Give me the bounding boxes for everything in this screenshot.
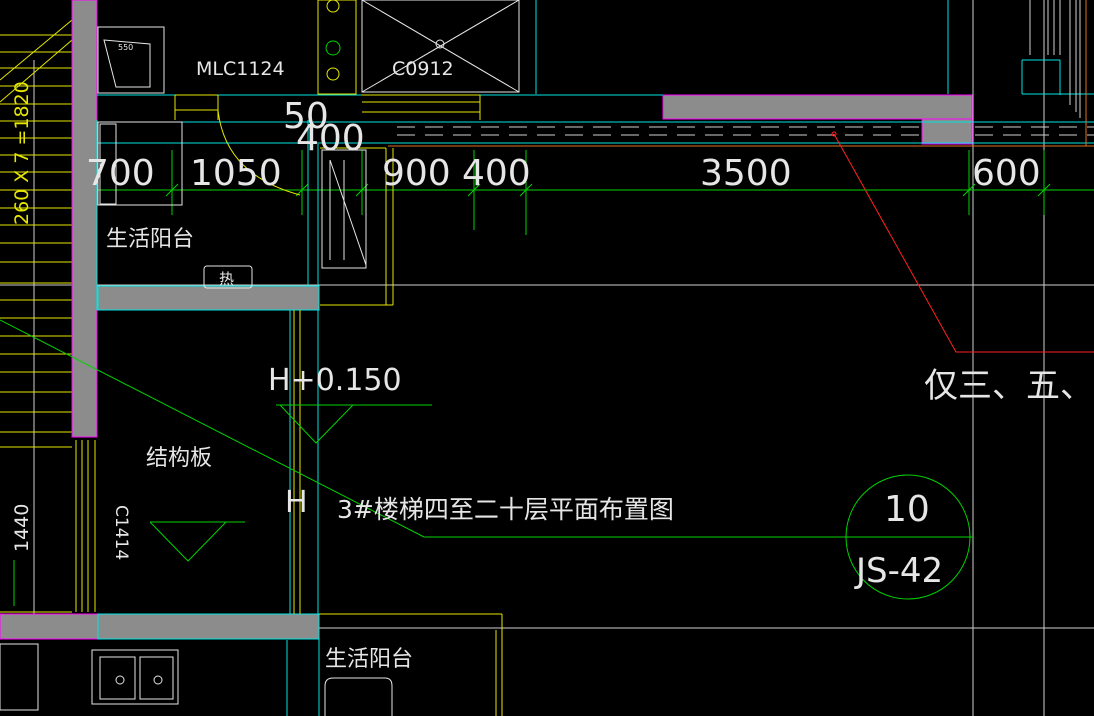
heater-label-box <box>203 265 253 289</box>
heater-label: 热 <box>219 270 234 288</box>
water-heater-shape <box>321 149 367 269</box>
callout-number: 10 <box>884 489 930 530</box>
dim-260x7-label: 260 X 7 =1820 <box>11 81 33 225</box>
dim-50-label: 50 <box>283 96 329 137</box>
floor-note-label: 仅三、五、二 <box>924 366 1094 406</box>
drawing-title: 3#楼梯四至二十层平面布置图 <box>337 495 674 524</box>
dim-700-label: 700 <box>86 153 155 194</box>
elevation-label: H+0.150 <box>268 363 402 398</box>
door-mlc1124-label: MLC1124 <box>196 58 285 80</box>
dim-600-label: 600 <box>972 153 1041 194</box>
wall-top-right <box>662 94 973 120</box>
wall-top-right-block <box>921 118 973 145</box>
window-c0912-shape <box>361 0 520 93</box>
wall-lower-bottom <box>97 613 320 640</box>
window-c1414-label: C1414 <box>111 505 131 560</box>
orange-lines <box>388 0 1094 147</box>
walls <box>0 0 973 640</box>
leader-red <box>831 131 1094 353</box>
green-circle-fixture <box>325 40 341 56</box>
h-marker-label: H <box>285 485 308 520</box>
cabinet-bottom <box>324 677 393 716</box>
balcony-top-label: 生活阳台 <box>106 227 194 252</box>
wall-balcony-bottom <box>97 285 320 311</box>
walls-cyan <box>97 285 320 640</box>
counter-hatching <box>397 126 1094 136</box>
leader-green <box>0 319 973 606</box>
dim-400a-label: 400 <box>296 118 365 159</box>
structural-slab-label: 结构板 <box>146 446 212 471</box>
dim-3500-label: 3500 <box>700 153 792 194</box>
dim-900-label: 900 <box>382 153 451 194</box>
sink-bottom <box>0 643 179 711</box>
yellow-lines <box>174 94 503 716</box>
dim-400b-label: 400 <box>462 153 531 194</box>
dimension-line-top <box>70 150 1094 235</box>
elevation-marker-shape <box>149 404 432 562</box>
dim-1050-label: 1050 <box>190 153 282 194</box>
callout-sheet: JS-42 <box>854 551 943 591</box>
wall-left-vertical <box>71 0 98 438</box>
washer-box <box>97 121 183 206</box>
callout-circle <box>845 474 971 600</box>
dim-1440-label: 1440 <box>11 504 33 552</box>
window-c0912-label: C0912 <box>392 58 454 80</box>
sink-top <box>97 26 165 94</box>
wall-bottom <box>0 613 99 640</box>
balcony-bottom-label: 生活阳台 <box>325 647 413 672</box>
right-edge-lines <box>1029 0 1081 118</box>
stair-treads <box>0 19 96 613</box>
sink-size-label: 550 <box>118 43 133 52</box>
fixture-left-top <box>317 0 357 95</box>
